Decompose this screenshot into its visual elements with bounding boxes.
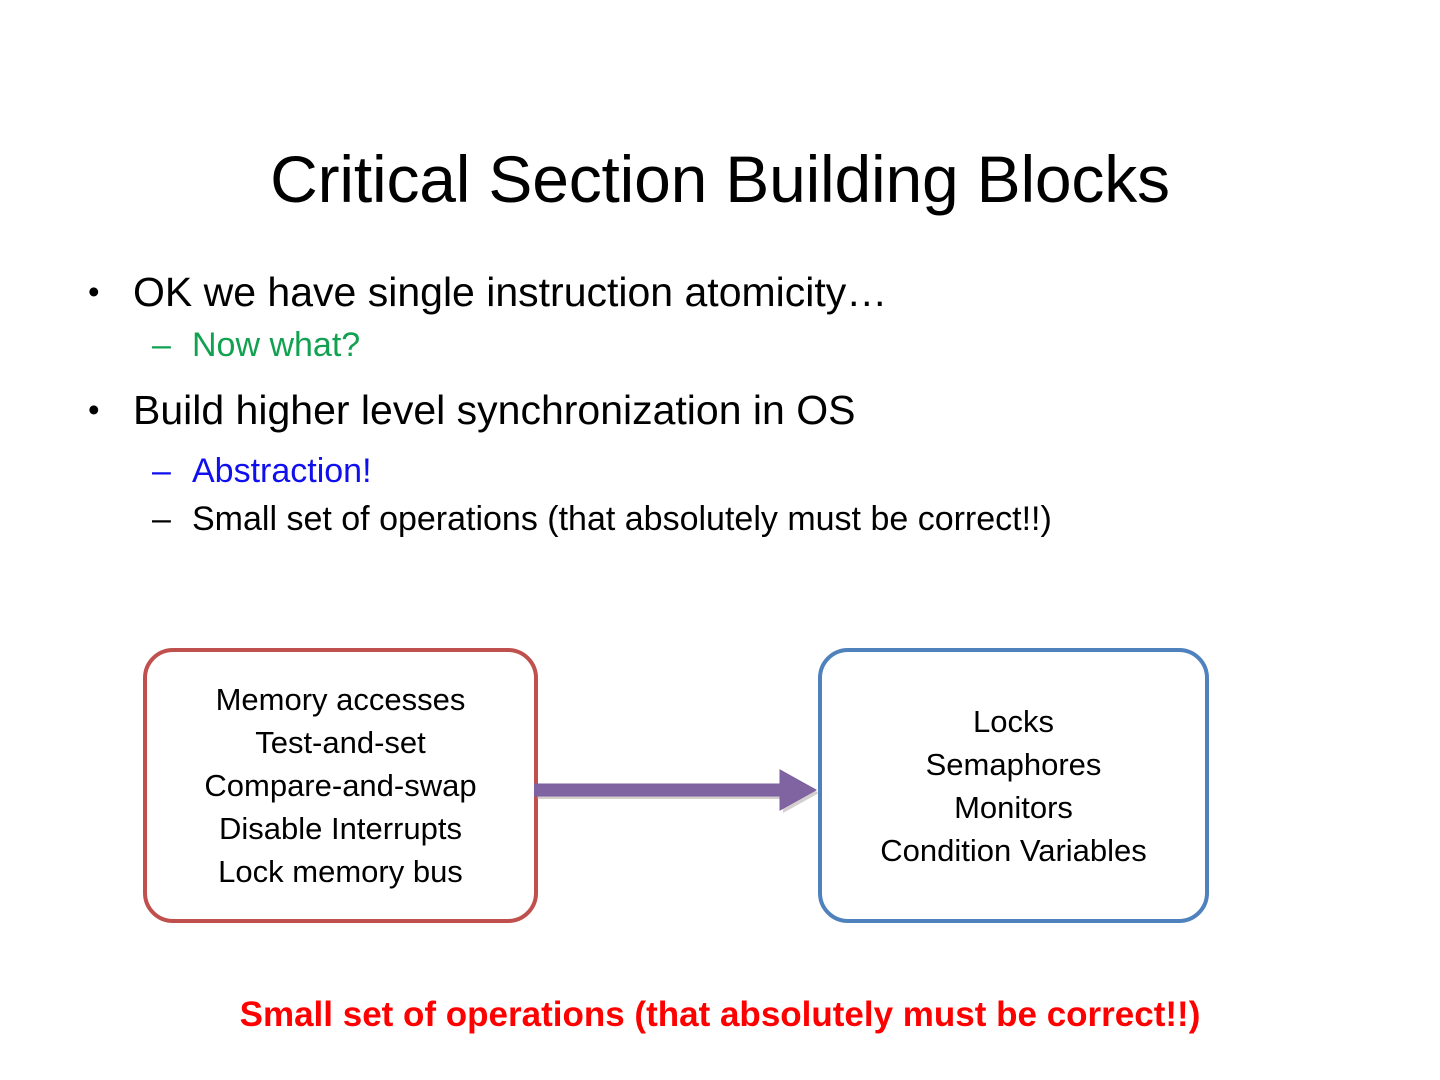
dash-bullet-icon: –	[152, 452, 171, 490]
hardware-primitives-line-3: Disable Interrupts	[219, 811, 462, 846]
list-item: – Abstraction!	[84, 448, 1384, 494]
bullet-dot-icon: •	[88, 273, 100, 310]
list-item: • OK we have single instruction atomicit…	[84, 266, 1384, 318]
list-item-label: Now what?	[192, 326, 361, 364]
hardware-primitives-line-0: Memory accesses	[215, 682, 466, 717]
hardware-primitives-line-2: Compare-and-swap	[204, 768, 477, 803]
list-item-label: OK we have single instruction atomicity…	[133, 269, 888, 315]
os-abstractions-line-3: Condition Variables	[880, 832, 1147, 868]
list-item: – Now what?	[84, 322, 1384, 368]
dash-bullet-icon: –	[152, 326, 171, 364]
dash-bullet-icon: –	[152, 500, 171, 538]
os-abstractions-line-2: Monitors	[954, 789, 1073, 825]
hardware-primitives-line-4: Lock memory bus	[218, 854, 463, 889]
list-item: – Small set of operations (that absolute…	[84, 496, 1384, 542]
page-title: Critical Section Building Blocks	[270, 142, 1170, 217]
list-item: • Build higher level synchronization in …	[84, 384, 1384, 436]
bottom-caption: Small set of operations (that absolutely…	[239, 995, 1201, 1034]
os-abstractions-line-0: Locks	[973, 703, 1054, 739]
bullet-dot-icon: •	[88, 391, 100, 428]
bullet-list: • OK we have single instruction atomicit…	[84, 266, 1384, 544]
list-item-label: Small set of operations (that absolutely…	[192, 500, 1052, 538]
hardware-primitives-line-1: Test-and-set	[255, 725, 426, 760]
right-arrow-icon	[534, 769, 819, 813]
os-abstractions-line-1: Semaphores	[925, 746, 1102, 782]
list-item-label: Build higher level synchronization in OS	[133, 387, 856, 433]
list-item-label: Abstraction!	[192, 452, 372, 490]
